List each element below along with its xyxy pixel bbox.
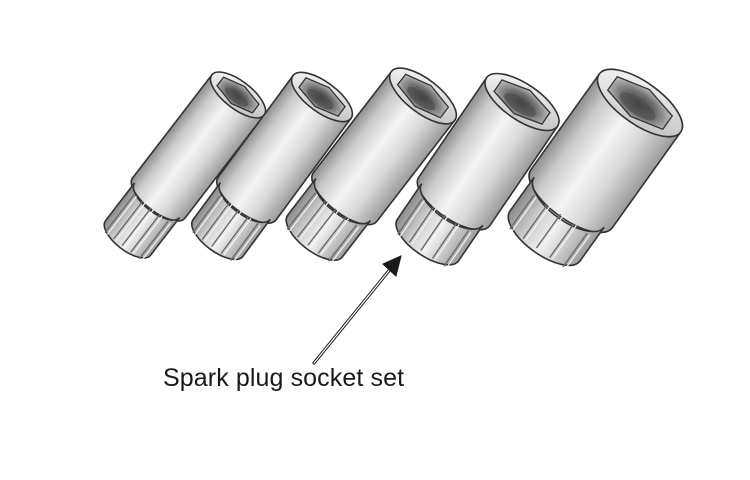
socket-icon [191, 71, 354, 263]
socket-icon [285, 67, 458, 264]
socket-icon [103, 71, 267, 262]
pointer-arrow-icon [312, 255, 402, 365]
socket-icon [395, 72, 560, 269]
socket-icon [507, 68, 684, 270]
diagram-caption: Spark plug socket set [163, 364, 405, 392]
sockets-group [103, 67, 684, 270]
